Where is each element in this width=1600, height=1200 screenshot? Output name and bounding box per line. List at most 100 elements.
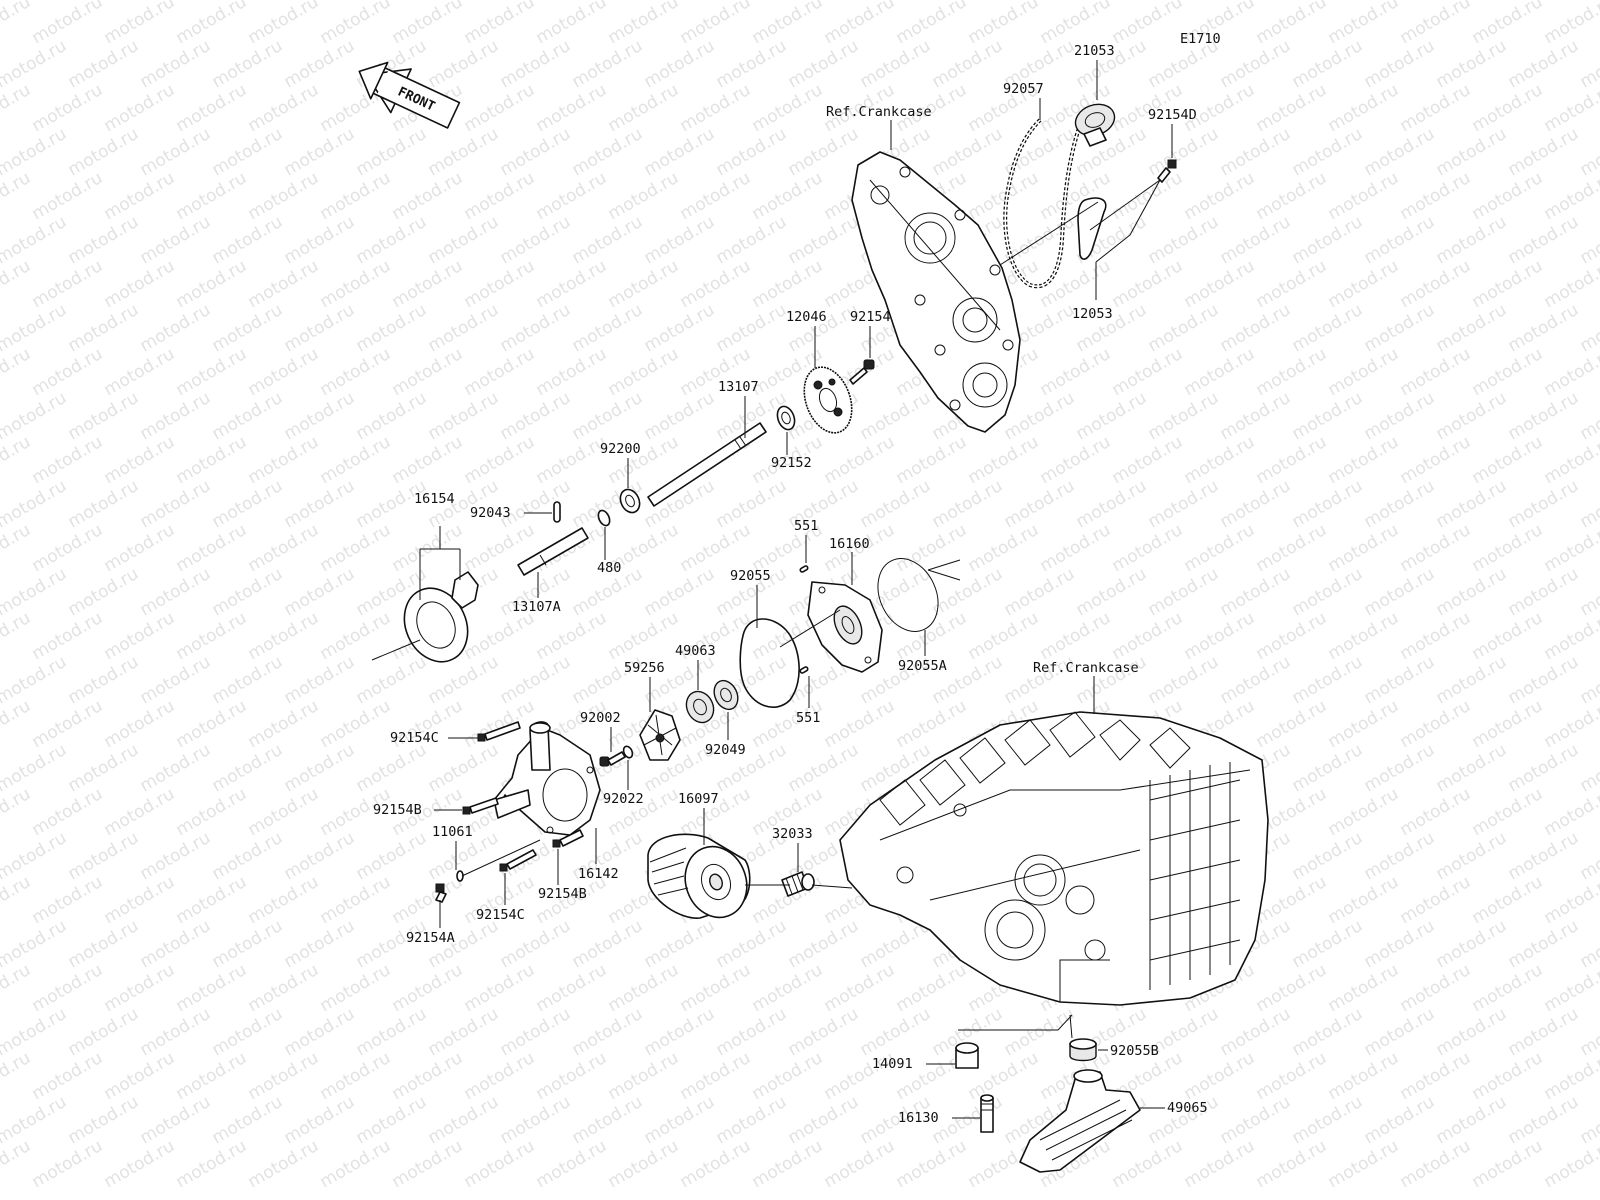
watermark-text: motod.ru bbox=[209, 828, 287, 884]
part-label-13107A: 13107A bbox=[512, 599, 561, 615]
part-label-92055B: 92055B bbox=[1110, 1043, 1159, 1059]
watermark-text: motod.ru bbox=[1433, 1092, 1511, 1148]
watermark-text: motod.ru bbox=[281, 212, 359, 268]
watermark-text: motod.ru bbox=[929, 124, 1007, 180]
watermark-text: motod.ru bbox=[353, 740, 431, 796]
watermark-text: motod.ru bbox=[1325, 1136, 1403, 1192]
watermark-text: motod.ru bbox=[605, 1048, 683, 1104]
watermark-text: motod.ru bbox=[1361, 916, 1439, 972]
watermark-text: motod.ru bbox=[605, 608, 683, 664]
watermark-text: motod.ru bbox=[1433, 1004, 1511, 1060]
dowel-pin-551-bottom bbox=[799, 666, 809, 674]
watermark-text: motod.ru bbox=[0, 0, 34, 48]
watermark-text: motod.ru bbox=[1001, 388, 1079, 444]
watermark-text: motod.ru bbox=[569, 36, 647, 92]
watermark-text: motod.ru bbox=[1325, 1048, 1403, 1104]
watermark-text: motod.ru bbox=[0, 124, 70, 180]
watermark-text: motod.ru bbox=[245, 696, 323, 752]
watermark-text: motod.ru bbox=[29, 80, 107, 136]
watermark-text: motod.ru bbox=[65, 388, 143, 444]
watermark-text: motod.ru bbox=[569, 212, 647, 268]
watermark-text: motod.ru bbox=[173, 872, 251, 928]
watermark-text: motod.ru bbox=[137, 124, 215, 180]
diagram-code: E1710 bbox=[1180, 31, 1221, 47]
watermark-text: motod.ru bbox=[497, 300, 575, 356]
watermark-text: motod.ru bbox=[281, 740, 359, 796]
watermark-text: motod.ru bbox=[605, 256, 683, 312]
pump-housing-16160 bbox=[807, 581, 883, 673]
watermark-text: motod.ru bbox=[353, 1004, 431, 1060]
watermark-text: motod.ru bbox=[0, 1004, 70, 1060]
watermark-text: motod.ru bbox=[353, 652, 431, 708]
watermark-text: motod.ru bbox=[1397, 960, 1475, 1016]
water-pump-cover-16142 bbox=[493, 721, 601, 836]
fitting-16130 bbox=[980, 1094, 994, 1133]
watermark-text: motod.ru bbox=[1361, 476, 1439, 532]
watermark-text: motod.ru bbox=[785, 1004, 863, 1060]
watermark-text: motod.ru bbox=[0, 652, 70, 708]
watermark-text: motod.ru bbox=[1289, 124, 1367, 180]
watermark-text: motod.ru bbox=[461, 80, 539, 136]
watermark-text: motod.ru bbox=[965, 432, 1043, 488]
watermark-text: motod.ru bbox=[1073, 388, 1151, 444]
watermark-text: motod.ru bbox=[1181, 432, 1259, 488]
watermark-text: motod.ru bbox=[1361, 124, 1439, 180]
watermark-text: motod.ru bbox=[1361, 212, 1439, 268]
watermark-text: motod.ru bbox=[1145, 212, 1223, 268]
watermark-text: motod.ru bbox=[1253, 168, 1331, 224]
watermark-text: motod.ru bbox=[893, 432, 971, 488]
watermark-text: motod.ru bbox=[1037, 256, 1115, 312]
watermark-text: motod.ru bbox=[137, 388, 215, 444]
watermark-text: motod.ru bbox=[1073, 564, 1151, 620]
bolt-92154D bbox=[1157, 159, 1177, 183]
part-label-92154B-top: 92154B bbox=[373, 802, 422, 818]
watermark-text: motod.ru bbox=[0, 916, 70, 972]
watermark-text: motod.ru bbox=[65, 124, 143, 180]
watermark-text: motod.ru bbox=[1397, 784, 1475, 840]
watermark-text: motod.ru bbox=[1325, 0, 1403, 48]
watermark-text: motod.ru bbox=[1361, 300, 1439, 356]
watermark-text: motod.ru bbox=[65, 1004, 143, 1060]
crankcase-lower bbox=[839, 711, 1269, 1006]
watermark-text: motod.ru bbox=[209, 1004, 287, 1060]
grommet-14091 bbox=[955, 1042, 979, 1069]
watermark-text: motod.ru bbox=[1469, 608, 1547, 664]
watermark-text: motod.ru bbox=[281, 476, 359, 532]
watermark-text: motod.ru bbox=[1397, 0, 1475, 48]
watermark-text: motod.ru bbox=[281, 300, 359, 356]
watermark-text: motod.ru bbox=[137, 564, 215, 620]
watermark-text: motod.ru bbox=[1145, 476, 1223, 532]
watermark-text: motod.ru bbox=[785, 36, 863, 92]
watermark-text: motod.ru bbox=[785, 124, 863, 180]
watermark-text: motod.ru bbox=[1289, 212, 1367, 268]
watermark-text: motod.ru bbox=[893, 520, 971, 576]
watermark-text: motod.ru bbox=[173, 960, 251, 1016]
bolt-92154C-bottom bbox=[499, 849, 537, 872]
watermark-text: motod.ru bbox=[1289, 828, 1367, 884]
watermark-text: motod.ru bbox=[137, 652, 215, 708]
part-label-92154C-top: 92154C bbox=[390, 730, 439, 746]
watermark-text: motod.ru bbox=[1217, 36, 1295, 92]
watermark-text: motod.ru bbox=[1469, 520, 1547, 576]
watermark-text: motod.ru bbox=[1469, 256, 1547, 312]
watermark-text: motod.ru bbox=[1325, 872, 1403, 928]
bolt-92154B-top bbox=[462, 797, 499, 815]
watermark-text: motod.ru bbox=[137, 740, 215, 796]
watermark-text: motod.ru bbox=[29, 0, 107, 48]
watermark-text: motod.ru bbox=[65, 652, 143, 708]
watermark-text: motod.ru bbox=[1253, 344, 1331, 400]
watermark-text: motod.ru bbox=[1361, 1092, 1439, 1148]
watermark-text: motod.ru bbox=[1397, 344, 1475, 400]
watermark-text: motod.ru bbox=[1397, 256, 1475, 312]
watermark-text: motod.ru bbox=[209, 476, 287, 532]
watermark-text: motod.ru bbox=[749, 1048, 827, 1104]
watermark-text: motod.ru bbox=[209, 212, 287, 268]
watermark-text: motod.ru bbox=[1289, 36, 1367, 92]
watermark-text: motod.ru bbox=[209, 36, 287, 92]
watermark-text: motod.ru bbox=[857, 388, 935, 444]
watermark-text: motod.ru bbox=[1289, 652, 1367, 708]
watermark-text: motod.ru bbox=[461, 608, 539, 664]
watermark-text: motod.ru bbox=[317, 960, 395, 1016]
